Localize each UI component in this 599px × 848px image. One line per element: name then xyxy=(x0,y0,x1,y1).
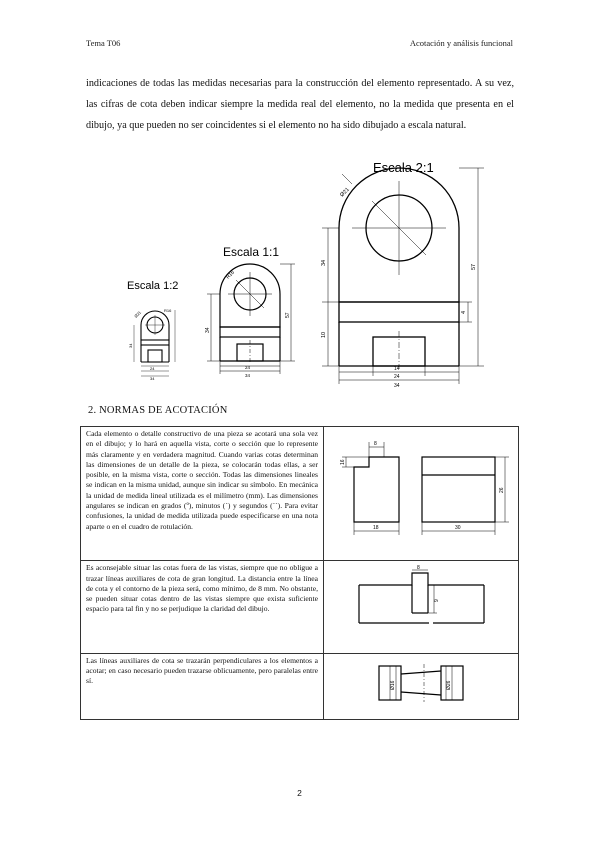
scale-figure: Escala 2:1 Escala 1:1 Escala 1:2 Ø21 34 … xyxy=(127,160,484,389)
dim-mid-large: 4 xyxy=(461,311,467,314)
row-image-1: 8 16 18 30 26 xyxy=(323,425,519,562)
r3-dim-left: Ø16 xyxy=(390,680,396,690)
dim-height-right-medium: 57 xyxy=(285,312,291,318)
dim-height-left-medium: 34 xyxy=(205,327,211,333)
r2-dim-side: 9 xyxy=(434,599,440,602)
r1-dim-bottom-left: 18 xyxy=(373,525,379,531)
label-scale-1-2: Escala 1:2 xyxy=(127,280,178,292)
dim-inner-small: 24 xyxy=(150,366,155,371)
dimensioning-example-3: Ø16 Ø26 xyxy=(378,663,464,702)
row-text-1: Cada elemento o detalle constructivo de … xyxy=(80,425,324,562)
r1-dim-right: 26 xyxy=(499,487,505,493)
dim-diameter-small: Ø21 xyxy=(133,309,142,318)
row-text-2: Es aconsejable situar las cotas fuera de… xyxy=(80,560,324,654)
r1-dim-top: 8 xyxy=(374,441,377,447)
label-scale-2-1: Escala 2:1 xyxy=(373,160,434,175)
dim-base-large: 10 xyxy=(321,332,327,338)
dim-radius-small: R16 xyxy=(164,308,172,313)
dim-diameter-medium: R16 xyxy=(225,270,236,281)
row-text-3: Las líneas auxiliares de cota se trazará… xyxy=(80,652,324,720)
dim-total-large: 34 xyxy=(394,383,400,389)
drawing-scale-1-2 xyxy=(133,310,176,377)
table-row: Es aconsejable situar las cotas fuera de… xyxy=(80,560,519,654)
row-image-2: 8 9 xyxy=(323,560,519,654)
header-left: Tema T06 xyxy=(86,38,121,48)
intro-paragraph: indicaciones de todas las medidas necesa… xyxy=(86,78,514,132)
table-row: Las líneas auxiliares de cota se trazará… xyxy=(80,652,519,720)
norms-table: Cada elemento o detalle constructivo de … xyxy=(80,425,519,720)
dim-slot-large: 14 xyxy=(394,366,400,372)
dim-height-left-large: 34 xyxy=(321,260,327,266)
dim-height-small: 34 xyxy=(128,343,133,348)
r2-dim-top: 8 xyxy=(417,565,420,571)
dim-diameter-large: Ø21 xyxy=(339,187,351,199)
section-title: 2. NORMAS DE ACOTACIÓN xyxy=(88,405,228,416)
drawing-scale-1-1 xyxy=(207,263,295,374)
dimensioning-example-2: 8 9 xyxy=(358,565,485,624)
dim-inner-large: 24 xyxy=(394,374,400,380)
page-number: 2 xyxy=(297,788,302,798)
label-scale-1-1: Escala 1:1 xyxy=(223,245,279,259)
dim-inner-medium: 24 xyxy=(245,365,251,370)
drawing-scale-2-1 xyxy=(322,167,484,384)
r1-dim-bottom-right: 30 xyxy=(455,525,461,531)
dim-total-small: 34 xyxy=(150,376,155,381)
dimensioning-example-1: 8 16 18 30 26 xyxy=(340,441,509,535)
dim-total-medium: 34 xyxy=(245,373,251,378)
r3-dim-right: Ø26 xyxy=(446,680,452,690)
row-image-3: Ø16 Ø26 xyxy=(323,652,519,720)
table-row: Cada elemento o detalle constructivo de … xyxy=(80,425,519,562)
r1-dim-left: 16 xyxy=(340,459,346,465)
header-right: Acotación y análisis funcional xyxy=(409,38,513,48)
dim-height-right-large: 57 xyxy=(471,264,477,270)
